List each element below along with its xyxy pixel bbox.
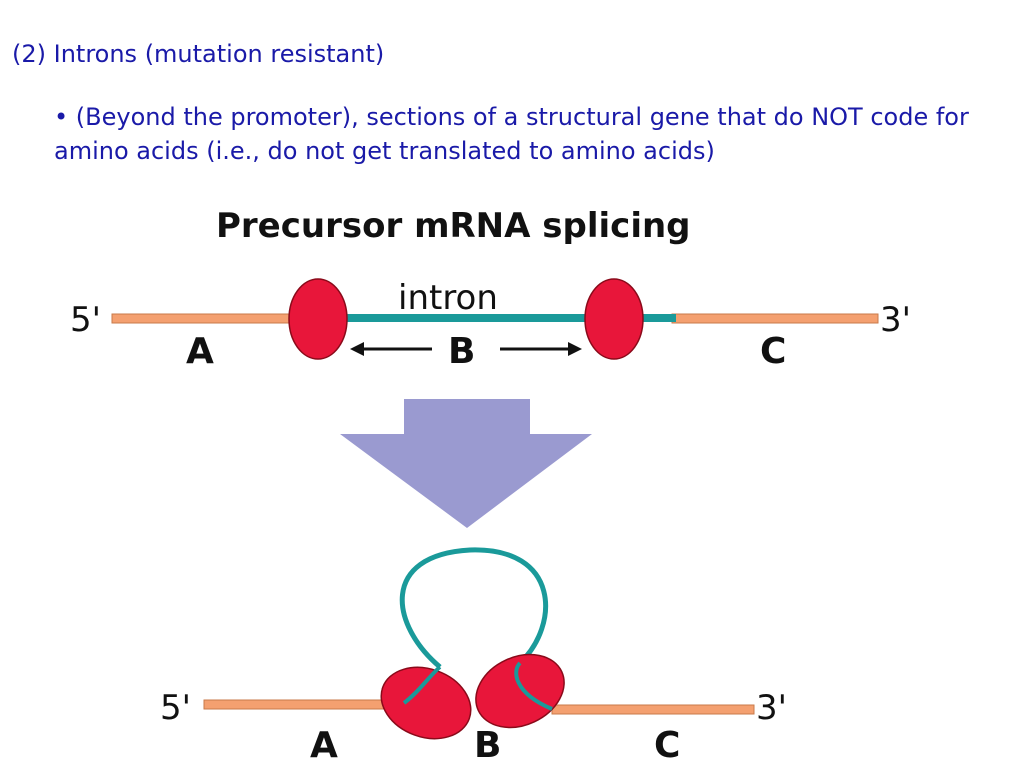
bullet-text: • (Beyond the promoter), sections of a s… — [54, 103, 969, 165]
bottom-three-prime-label: 3' — [756, 688, 787, 728]
top-segment-c-label: C — [760, 331, 786, 372]
intron-label: intron — [398, 278, 498, 318]
splicing-diagram: Precursor mRNA splicing 5' 3' intron A B… — [0, 195, 1024, 768]
bottom-exon-c — [551, 704, 755, 715]
intron-span-arrow-right — [500, 342, 582, 356]
intron-loop — [399, 547, 549, 669]
top-splice-site-left — [288, 278, 348, 360]
bottom-segment-a-label: A — [310, 725, 338, 766]
top-segment-b-label: B — [448, 331, 475, 372]
bottom-splice-site-right — [475, 653, 565, 729]
bottom-splice-site-left — [380, 666, 472, 740]
splicing-diagram-svg: Precursor mRNA splicing 5' 3' intron A B… — [70, 206, 911, 766]
top-exon-c — [671, 313, 879, 324]
bottom-segment-c-label: C — [654, 725, 680, 766]
top-five-prime-label: 5' — [70, 300, 101, 340]
splicing-down-arrow — [340, 399, 592, 528]
top-intron-b — [308, 314, 676, 322]
top-exon-a — [111, 313, 313, 324]
intron-strand-right — [514, 661, 553, 711]
diagram-title: Precursor mRNA splicing — [216, 206, 691, 246]
slide-heading: (2) Introns (mutation resistant) — [12, 40, 385, 68]
intron-span-arrow-left — [350, 342, 432, 356]
bottom-five-prime-label: 5' — [160, 688, 191, 728]
top-splice-site-right — [584, 278, 644, 360]
intron-strand-left — [402, 665, 442, 705]
bottom-exon-a — [203, 699, 405, 710]
top-segment-a-label: A — [186, 331, 214, 372]
top-three-prime-label: 3' — [880, 300, 911, 340]
bottom-segment-b-label: B — [474, 725, 501, 766]
